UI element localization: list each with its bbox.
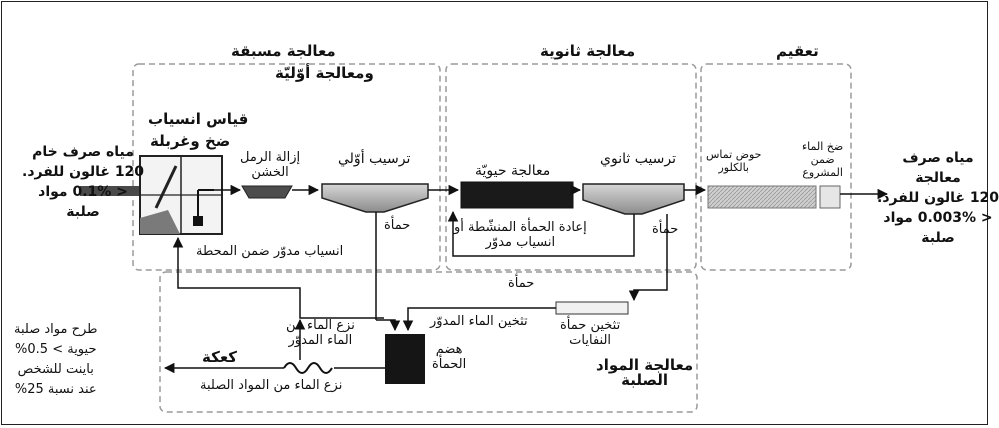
- sludge-digester: [385, 334, 425, 384]
- chlorine-line2: بالكلور: [718, 161, 749, 174]
- effluent-line2: معالجة: [915, 170, 961, 186]
- figure-frame: [1, 1, 988, 425]
- chlorine-line1: حوض تماس: [706, 148, 762, 161]
- effluent-line1: مياه صرف: [902, 150, 974, 166]
- waste-sludge-thickener: [555, 301, 629, 315]
- digestion-line2: الحمأة: [432, 357, 467, 372]
- secondary-clarifier: [582, 183, 685, 215]
- disinfection-section-box: [700, 63, 852, 271]
- influent-pipe: [80, 186, 142, 196]
- secondary-settling-label: ترسيب ثانوي: [600, 151, 677, 167]
- preliminary-heading-line2: ومعالجة أوّليّة: [275, 64, 374, 82]
- thicken-recycle-label: تثخين الماء المدوّر: [430, 314, 528, 329]
- effluent-pump: [819, 185, 841, 209]
- digestion-line1: هضم: [435, 342, 463, 357]
- dewater-recycle-line2: الماء المدوّر: [288, 333, 353, 348]
- grit-line2: الخشن: [251, 165, 289, 180]
- return-sludge-label: إعادة الحمأة المنشّطة أو انسياب مدوّر: [454, 220, 587, 250]
- return-line1: إعادة الحمأة المنشّطة أو: [454, 220, 587, 235]
- dewatering-unit: [283, 362, 333, 374]
- dewater-recycle-label: نزع الماء من الماء المدوّر: [286, 318, 355, 348]
- secondary-sludge-label: حمأة: [652, 222, 679, 237]
- influent-description: مياه صرف خام 120 غالون للفرد. < 0.1% موا…: [22, 142, 144, 222]
- biological-reactor: [460, 181, 574, 209]
- bottom-sludge-label: حمأة: [508, 276, 535, 291]
- thickened-to-digester-end: [402, 307, 418, 332]
- secondary-section-box: [445, 63, 697, 271]
- pump-screen-label: ضخ وغربلة: [150, 132, 231, 150]
- plant-recycle-label: انسياب مدوّر ضمن المحطة: [196, 244, 344, 259]
- waste-thickening-label: تثخين حمأة النفايات: [560, 318, 620, 348]
- digestion-label: هضم الحمأة: [432, 342, 466, 372]
- chlorine-contact-label: حوض تماس بالكلور: [706, 148, 761, 174]
- primary-sludge-label: حمأة: [384, 218, 411, 233]
- flow-meter-label: قياس انسياب: [148, 110, 249, 128]
- disinfection-heading: تعقيم: [776, 42, 819, 60]
- grit-line1: إزالة الرمل: [240, 150, 301, 165]
- effluent-pump-label: ضخ الماء ضمن المشروع: [802, 140, 843, 179]
- primary-clarifier: [321, 183, 429, 213]
- disposal-line2: حيوية > 0.5%: [15, 342, 97, 357]
- dewater-recycle-line1: نزع الماء من: [286, 318, 355, 333]
- effluent-line4: < 0.003% مواد: [883, 210, 993, 226]
- dewater-solids-label: نزع الماء من المواد الصلبة: [200, 378, 343, 393]
- pump-line1: ضخ الماء: [802, 140, 844, 153]
- influent-line4: صلبة: [66, 204, 100, 220]
- chlorine-contact-tank: [707, 185, 817, 209]
- solids-heading-line2: الصلبة: [621, 371, 669, 389]
- effluent-line3: 120 غالون للفرد.: [877, 190, 999, 206]
- return-line2: انسياب مدوّر: [485, 235, 556, 250]
- effluent-description: مياه صرف معالجة 120 غالون للفرد. < 0.003…: [877, 148, 999, 248]
- solids-section-box: [159, 271, 698, 413]
- disposal-line3: باينت للشخص: [17, 362, 94, 377]
- grit-chamber: [241, 185, 293, 199]
- disposal-description: طرح مواد صلبة حيوية > 0.5% باينت للشخص ع…: [14, 320, 98, 400]
- waste-thickening-line2: النفايات: [569, 333, 612, 348]
- preliminary-primary-section-box: [132, 63, 441, 271]
- primary-settling-label: ترسيب أوّلي: [338, 151, 411, 167]
- waste-sludge-line: [628, 214, 668, 302]
- influent-line2: 120 غالون للفرد.: [22, 164, 145, 180]
- cake-label: كعكة: [202, 348, 238, 366]
- return-sludge-line: [447, 210, 635, 257]
- solids-heading: معالجة المواد الصلبة: [596, 358, 693, 388]
- biological-treatment-label: معالجة حيويّة: [475, 163, 551, 179]
- disposal-line4: عند نسبة 25%: [14, 382, 97, 397]
- preliminary-heading-line1: معالجة مسبقة: [231, 42, 336, 60]
- disposal-line1: طرح مواد صلبة: [14, 322, 98, 337]
- pump-line3: المشروع: [802, 166, 843, 179]
- screen-pump-unit: [139, 155, 223, 235]
- solids-heading-line1: معالجة المواد: [596, 356, 694, 374]
- secondary-heading: معالجة ثانوية: [540, 42, 636, 60]
- pump-line2: ضمن: [810, 153, 835, 166]
- plant-recycle-line: [172, 236, 384, 319]
- grit-removal-label: إزالة الرمل الخشن: [240, 150, 300, 180]
- waste-thickening-line1: تثخين حمأة: [560, 318, 621, 333]
- influent-line3: < 0.1% مواد: [38, 184, 128, 200]
- influent-line1: مياه صرف خام: [32, 144, 134, 160]
- effluent-line5: صلبة: [921, 230, 955, 246]
- primary-sludge-to-digester: [376, 319, 401, 332]
